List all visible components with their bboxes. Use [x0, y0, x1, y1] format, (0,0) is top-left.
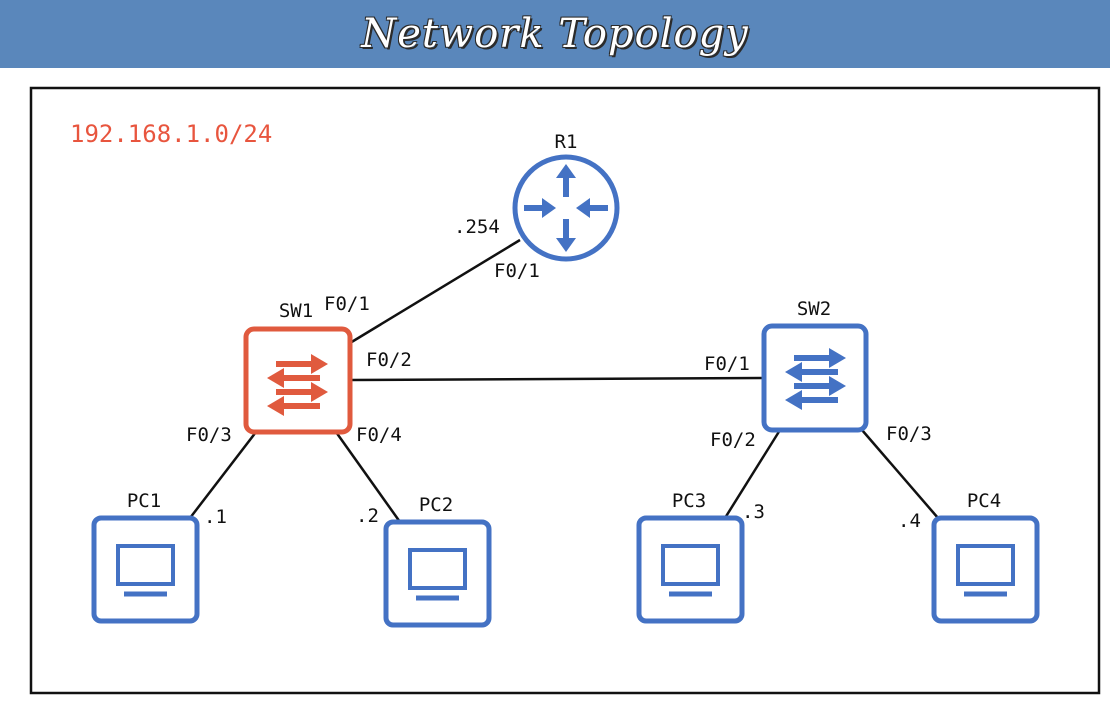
link-sw2-pc3	[723, 429, 782, 519]
switch-sw2[interactable]: SW2	[761, 298, 869, 433]
pc-pc3[interactable]: PC3	[636, 490, 745, 624]
link-sw1-r1	[349, 238, 521, 345]
switch-icon	[761, 323, 869, 433]
interface-label-sw1-f0-1: F0/1	[324, 293, 370, 315]
title-bar: Network Topology	[0, 0, 1110, 68]
switch-icon	[243, 326, 353, 435]
router-r1[interactable]: R1	[512, 131, 620, 262]
pc-pc1[interactable]: PC1	[91, 490, 200, 624]
interface-label-sw1-f0-3: F0/3	[186, 424, 232, 446]
device-name-pc4: PC4	[967, 490, 1001, 512]
address-label-pc3: .3	[742, 501, 765, 523]
link-sw1-sw2	[349, 376, 763, 382]
router-icon	[512, 154, 620, 262]
link-sw1-pc1	[189, 431, 257, 519]
address-label-r1: .254	[454, 216, 500, 238]
interface-label-sw2-f0-1: F0/1	[704, 353, 750, 375]
device-name-pc2: PC2	[419, 494, 453, 516]
subnet-label: 192.168.1.0/24	[70, 120, 272, 148]
interface-label-sw2-f0-2: F0/2	[710, 429, 756, 451]
link-sw2-pc4	[861, 429, 939, 519]
monitor-icon	[383, 519, 492, 628]
interface-label-sw1-f0-2: F0/2	[366, 349, 412, 371]
device-name-r1: R1	[555, 131, 578, 153]
interface-label-sw2-f0-3: F0/3	[886, 423, 932, 445]
device-name-sw2: SW2	[797, 298, 831, 320]
diagram-frame	[29, 86, 1101, 695]
device-name-pc1: PC1	[127, 490, 161, 512]
monitor-icon	[636, 515, 745, 624]
page-title: Network Topology	[361, 11, 749, 57]
device-name-sw1: SW1	[279, 300, 313, 322]
pc-pc4[interactable]: PC4	[931, 490, 1040, 624]
device-name-pc3: PC3	[672, 490, 706, 512]
monitor-icon	[91, 515, 200, 624]
switch-sw1[interactable]: SW1	[243, 300, 353, 435]
interface-label-r1-f0-1: F0/1	[494, 260, 540, 282]
interface-label-sw1-f0-4: F0/4	[356, 424, 402, 446]
pc-pc2[interactable]: PC2	[383, 494, 492, 628]
link-sw1-pc2	[334, 431, 402, 523]
address-label-pc1: .1	[204, 506, 227, 528]
monitor-icon	[931, 515, 1040, 624]
address-label-pc4: .4	[898, 510, 921, 532]
address-label-pc2: .2	[356, 505, 379, 527]
